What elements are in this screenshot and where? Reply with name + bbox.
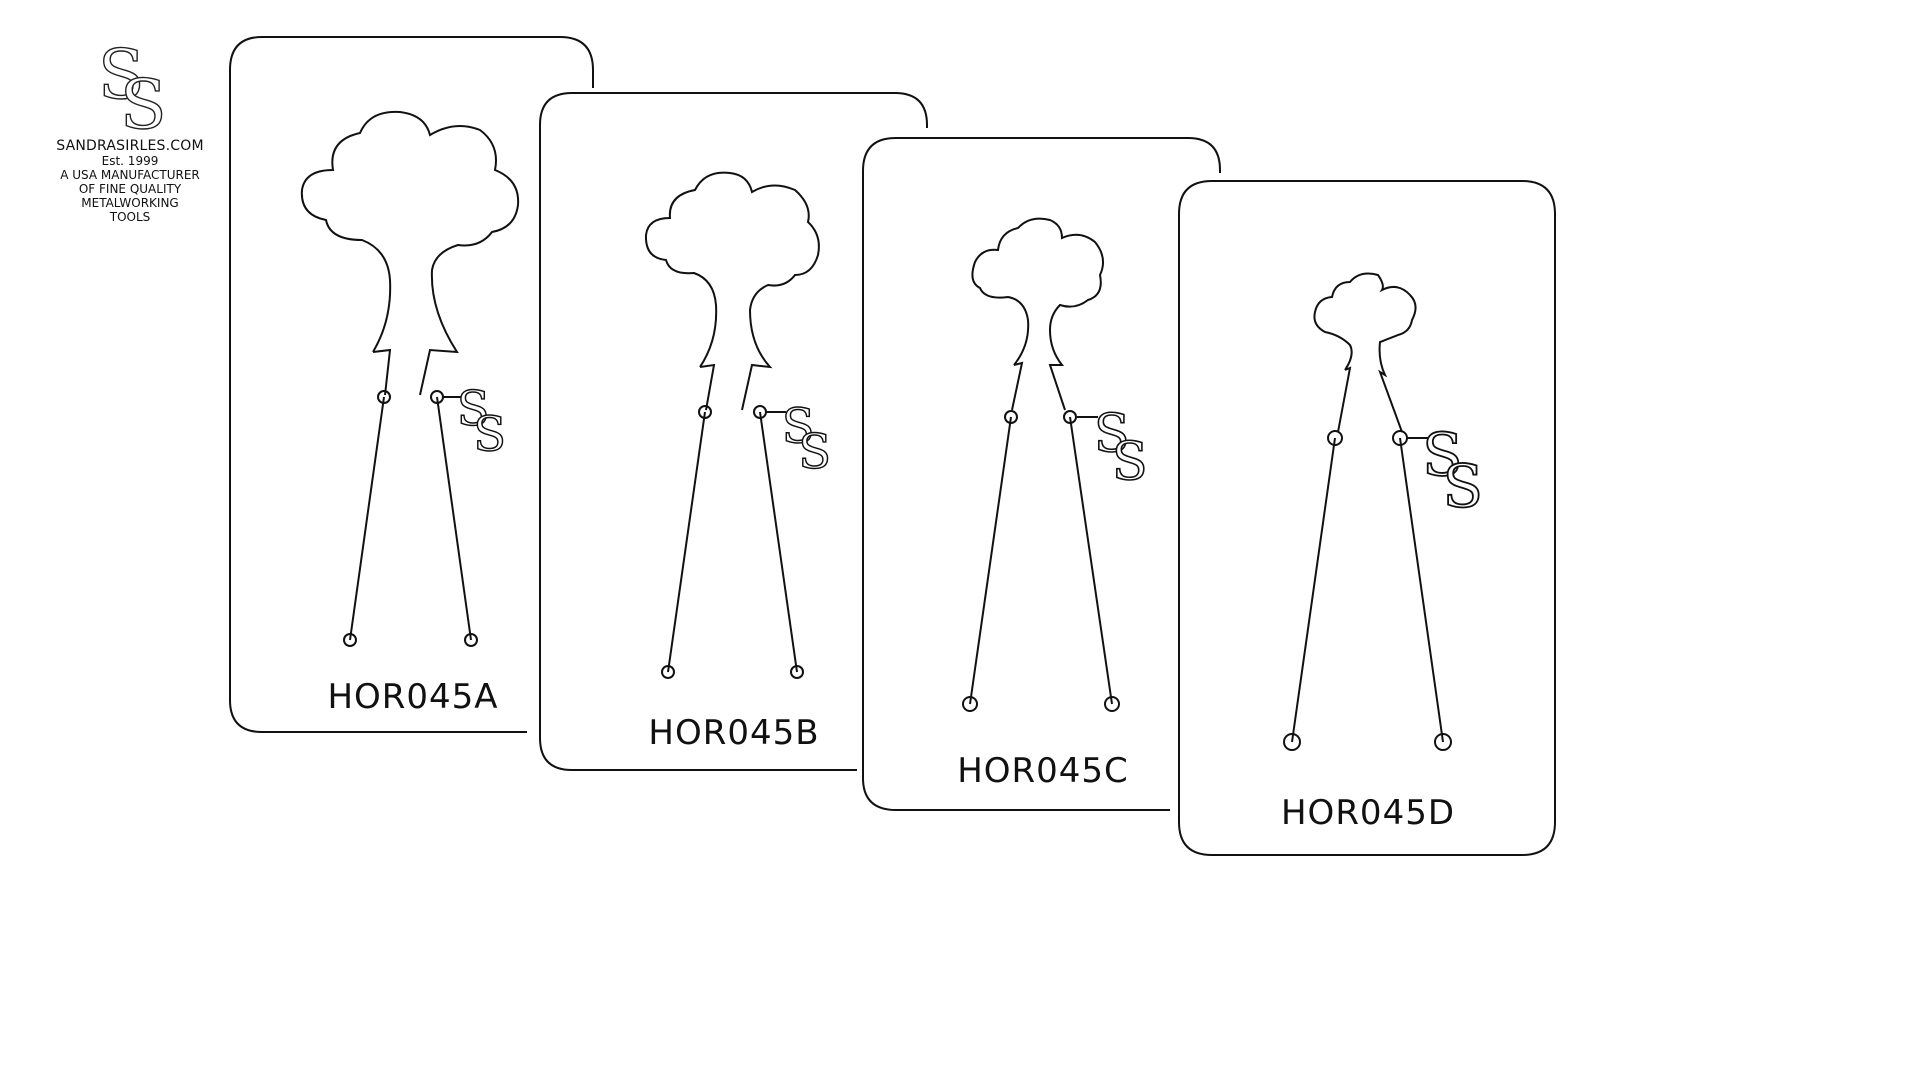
stencil-card-a bbox=[229, 36, 594, 733]
brand-block: S S SANDRASIRLES.COM Est. 1999 A USA MAN… bbox=[30, 36, 230, 224]
brand-tagline-2: OF FINE QUALITY bbox=[78, 182, 182, 196]
card-label-a: HOR045A bbox=[327, 677, 498, 717]
card-label-c: HOR045C bbox=[957, 751, 1129, 791]
card-label-d: HOR045D bbox=[1281, 793, 1455, 833]
brand-tagline-3: METALWORKING bbox=[81, 196, 179, 210]
brand-tagline-1: A USA MANUFACTURER bbox=[60, 168, 200, 182]
ss-logo-icon bbox=[1093, 403, 1149, 488]
svg-text:S: S bbox=[98, 36, 145, 115]
card-label-b: HOR045B bbox=[648, 713, 819, 753]
brand-site: SANDRASIRLES.COM bbox=[56, 138, 204, 154]
brand-tagline-4: TOOLS bbox=[109, 210, 151, 224]
ss-logo-icon bbox=[1421, 422, 1484, 514]
ss-logo-icon bbox=[781, 398, 832, 476]
stencil-card-b bbox=[539, 92, 928, 771]
ss-logo-icon bbox=[456, 382, 507, 457]
stencil-card-c bbox=[862, 137, 1221, 811]
brand-established: Est. 1999 bbox=[101, 154, 159, 168]
stencil-cards: S S HOR045A HOR045B bbox=[229, 36, 1556, 856]
stencil-card-d bbox=[1178, 180, 1556, 856]
svg-text:S: S bbox=[120, 66, 167, 136]
ss-monogram-icon: S S bbox=[97, 36, 167, 136]
